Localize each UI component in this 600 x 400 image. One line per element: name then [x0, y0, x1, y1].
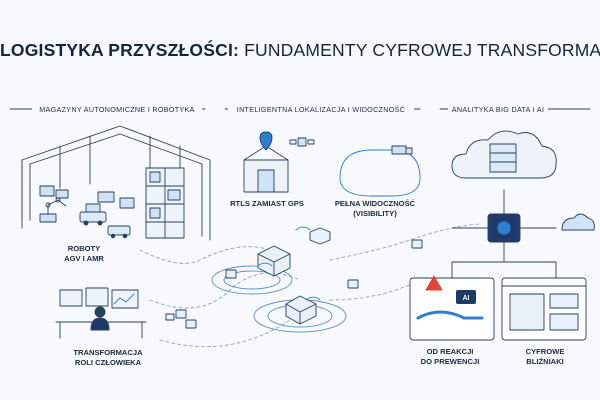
section-label-analytics: ANALITYKA BIG DATA I AI [448, 102, 548, 117]
ai-badge-text: AI [463, 295, 470, 302]
caption-rtls: RTLS ZAMIAST GPS [230, 199, 304, 208]
warehouse-icon [21, 125, 211, 241]
caption-digital-twins: CYFROWE BLIŹNIAKI [525, 347, 565, 366]
title-light: FUNDAMENTY CYFROWEJ TRANSFORMACJI [244, 40, 600, 60]
digital-twin-icon [501, 277, 587, 341]
robot-arm-icon [39, 197, 67, 223]
cloud-server-icon [451, 130, 557, 179]
operator-icon [55, 287, 147, 339]
title-bold: LOGISTYKA PRZYSZŁOŚCI: [0, 40, 240, 60]
caption-robots: ROBOTY AGV I AMR [64, 244, 104, 263]
section-label-warehouse: MAGAZYNY AUTONOMICZNE I ROBOTYKA [32, 102, 202, 117]
page-title: LOGISTYKA PRZYSZŁOŚCI: FUNDAMENTY CYFROW… [0, 40, 600, 61]
ai-badge [456, 290, 476, 304]
cargo-boxes [165, 227, 423, 329]
cloud-icon [561, 213, 595, 231]
location-pin-icon [243, 131, 289, 193]
agv-icon [79, 203, 131, 239]
chip-icon [451, 189, 557, 279]
wifi-icon [257, 226, 321, 301]
satellite-icon [289, 137, 315, 147]
prevention-panel [409, 275, 495, 341]
caption-prevention: OD REAKCJI DO PREWENCJI [420, 347, 480, 366]
caption-human-role: TRANSFORMACJA ROLI CZŁOWIEKA [73, 348, 143, 367]
truck-icon [391, 145, 413, 155]
section-label-location: INTELIGENTNA LOKALIZACJA I WIDOCZNOŚĆ [228, 102, 414, 117]
supply-loop-icon [339, 149, 421, 197]
caption-visibility: PEŁNA WIDOCZNOŚĆ (VISIBILITY) [334, 199, 416, 218]
